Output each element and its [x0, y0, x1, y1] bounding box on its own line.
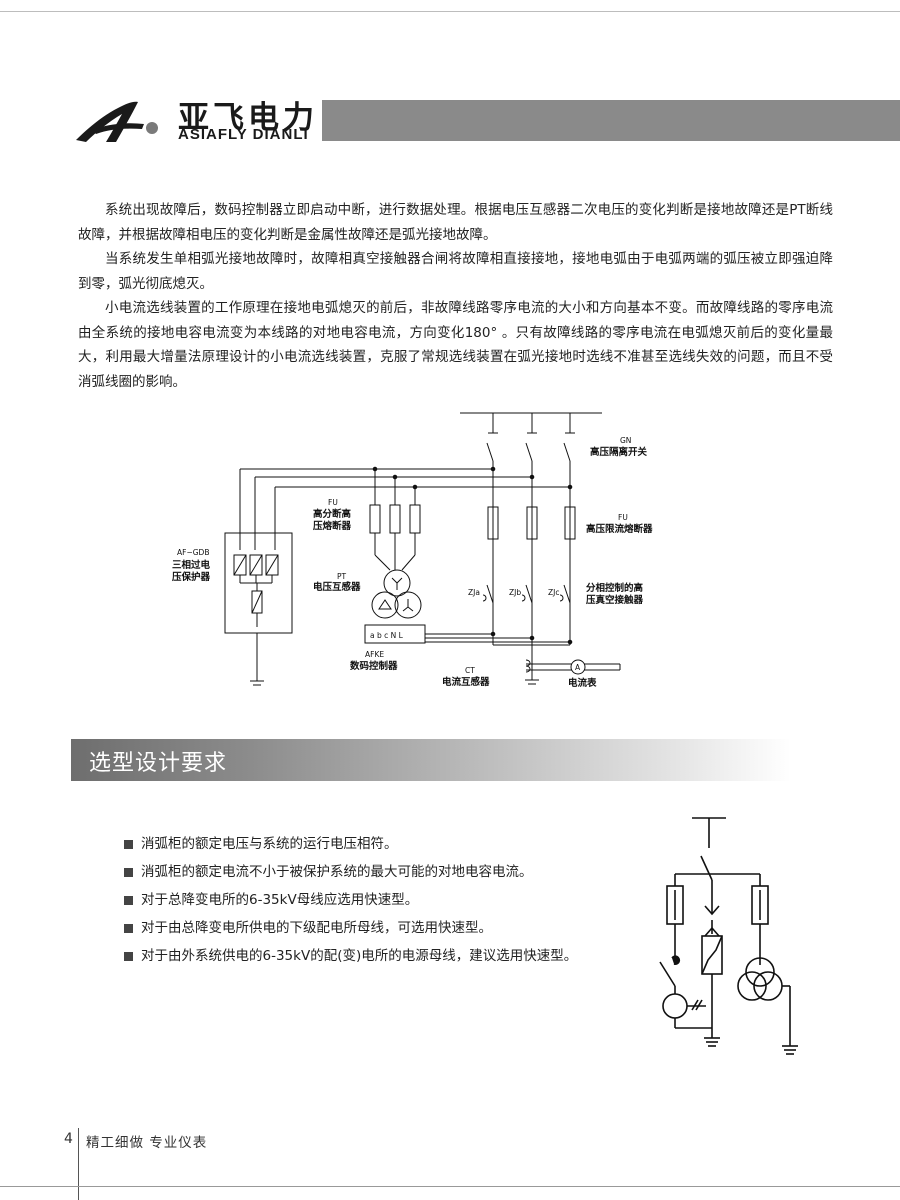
ct-label: 电流互感器: [442, 676, 490, 688]
ammeter-symbol: A: [575, 663, 581, 672]
bottom-rule: [0, 1186, 900, 1187]
isolating-switch-b: [525, 413, 537, 462]
afgdb-label-1: 三相过电: [172, 559, 211, 571]
asiafly-logo-icon: [76, 101, 158, 142]
page-header: 亚飞电力 ASIAFLY DIANLI: [0, 88, 900, 150]
switch-left-icon: [659, 955, 681, 994]
body-text: 系统出现故障后，数码控制器立即启动中断，进行数据处理。根据电压互感器二次电压的变…: [78, 198, 833, 394]
fu-right-label: 高压限流熔断器: [586, 523, 653, 535]
circuit-diagram: GN 高压隔离开关 FU 高分断高 压熔断器 FU 高压限流熔断器 AF−GDB…: [172, 412, 653, 689]
fu-left-label-1: 高分断高: [313, 508, 352, 520]
fu-right-code: FU: [618, 513, 628, 522]
list-item: 消弧柜的额定电压与系统的运行电压相符。: [124, 830, 577, 858]
brand-chinese-name: 亚飞电力: [178, 100, 318, 136]
list-item: 对于由外系统供电的6-35kV的配(变)电所的电源母线，建议选用快速型。: [124, 942, 577, 970]
gn-code: GN: [620, 436, 631, 445]
square-bullet-icon: [124, 867, 133, 877]
footer-divider: [78, 1128, 79, 1200]
zja-label: ZJa: [468, 588, 480, 597]
section-header-bar: 选型设计要求: [71, 739, 791, 781]
arrester-icon: [701, 882, 723, 1038]
paragraph-line-selection: 小电流选线装置的工作原理在接地电弧熄灭的前后，非故障线路零序电流的大小和方向基本…: [78, 300, 833, 390]
section-title: 选型设计要求: [89, 751, 228, 776]
afke-label: 数码控制器: [349, 660, 398, 672]
zjb-label: ZJb: [509, 588, 521, 597]
fuse-right-icon: [751, 874, 769, 925]
square-bullet-icon: [124, 839, 133, 849]
requirements-list: 消弧柜的额定电压与系统的运行电压相符。 消弧柜的额定电流不小于被保护系统的最大可…: [124, 830, 577, 970]
pt-label: 电压互感器: [313, 581, 361, 593]
paragraph-arc-extinguish: 当系统发生单相弧光接地故障时，故障相真空接触器合闸将故障相直接接地，接地电弧由于…: [78, 251, 833, 292]
page-number: 4: [64, 1131, 73, 1147]
pt-code: PT: [337, 572, 347, 581]
brand-english-name: ASIAFLY DIANLI: [178, 126, 309, 143]
list-item: 对于总降变电所的6-35kV母线应选用快速型。: [124, 886, 577, 914]
fu-left-code: FU: [328, 498, 338, 507]
ammeter-icon: [570, 659, 586, 675]
isolating-switch-c: [563, 413, 575, 462]
terminal-labels: a b c N L: [370, 631, 404, 640]
transformer-right-icon: [737, 957, 791, 1046]
vacuum-contactor-icons: [482, 584, 571, 604]
contactor-label-2: 压真空接触器: [586, 594, 644, 606]
ammeter-label: 电流表: [568, 677, 597, 689]
contactor-label-1: 分相控制的高: [586, 582, 644, 594]
afgdb-label-2: 压保护器: [172, 571, 211, 583]
square-bullet-icon: [124, 895, 133, 905]
list-item: 消弧柜的额定电流不小于被保护系统的最大可能的对地电容电流。: [124, 858, 577, 886]
fu-left-label-2: 压熔断器: [313, 520, 352, 532]
zjc-label: ZJc: [548, 588, 559, 597]
square-bullet-icon: [124, 951, 133, 961]
afgdb-code: AF−GDB: [177, 548, 209, 557]
isolating-switch-a: [486, 413, 498, 462]
afke-code: AFKE: [365, 650, 384, 659]
square-bullet-icon: [124, 923, 133, 933]
gn-label: 高压隔离开关: [590, 446, 648, 458]
current-transformer-left-icon: [662, 993, 706, 1028]
voltage-transformer-icon: [371, 569, 422, 619]
paragraph-fault-detection: 系统出现故障后，数码控制器立即启动中断，进行数据处理。根据电压互感器二次电压的变…: [78, 202, 833, 243]
top-rule: [0, 11, 900, 12]
schematic-diagram: [659, 817, 798, 1055]
fuse-left-icon: [666, 874, 684, 925]
header-gray-bar: [322, 100, 900, 141]
footer-slogan: 精工细做 专业仪表: [86, 1135, 208, 1151]
list-item: 对于由总降变电所供电的下级配电所母线，可选用快速型。: [124, 914, 577, 942]
ct-code: CT: [465, 666, 475, 675]
overvoltage-protector-icon: [233, 554, 279, 627]
